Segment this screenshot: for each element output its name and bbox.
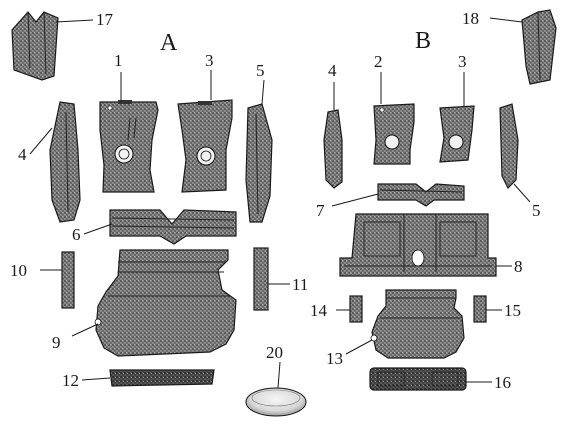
group-label-a: A bbox=[160, 30, 178, 56]
leader-20 bbox=[277, 361, 281, 389]
leader-17 bbox=[55, 19, 94, 23]
part-14-shape bbox=[349, 295, 363, 323]
leader-4a bbox=[29, 127, 53, 155]
part-9-shape bbox=[94, 249, 237, 357]
part-6-shape bbox=[109, 209, 237, 245]
part-3b-shape bbox=[439, 105, 475, 163]
label-12: 12 bbox=[62, 371, 79, 390]
label-1: 1 bbox=[114, 51, 123, 70]
label-11: 11 bbox=[292, 275, 308, 294]
label-8: 8 bbox=[514, 257, 523, 276]
leader-7 bbox=[331, 193, 379, 207]
label-15: 15 bbox=[504, 301, 521, 320]
part-8-shape bbox=[339, 213, 497, 277]
label-3b: 3 bbox=[458, 52, 467, 71]
leader-5b bbox=[513, 183, 531, 203]
part-5a-shape bbox=[245, 103, 273, 223]
label-4b: 4 bbox=[328, 61, 337, 80]
leader-9 bbox=[71, 323, 99, 337]
label-13: 13 bbox=[326, 349, 343, 368]
label-17: 17 bbox=[96, 10, 114, 29]
label-4a: 4 bbox=[18, 145, 27, 164]
label-16: 16 bbox=[494, 373, 511, 392]
part-2-shape bbox=[373, 103, 415, 165]
label-7: 7 bbox=[316, 201, 325, 220]
leader-18 bbox=[489, 17, 523, 23]
part-3a-shape bbox=[177, 99, 233, 193]
part-4a-shape bbox=[49, 101, 81, 223]
label-18: 18 bbox=[462, 9, 479, 28]
part-20-shape bbox=[245, 387, 307, 417]
label-5a: 5 bbox=[256, 61, 265, 80]
part-10-shape bbox=[61, 251, 75, 309]
part-18-shape bbox=[521, 9, 557, 85]
part-11-shape bbox=[253, 247, 269, 311]
label-6: 6 bbox=[72, 225, 81, 244]
label-14: 14 bbox=[310, 301, 328, 320]
label-10: 10 bbox=[10, 261, 27, 280]
part-13-shape bbox=[370, 289, 465, 359]
label-3a: 3 bbox=[205, 51, 214, 70]
leader-5a bbox=[261, 79, 265, 105]
group-label-b: B bbox=[415, 28, 431, 54]
part-7-shape bbox=[377, 183, 465, 207]
leader-13 bbox=[345, 339, 373, 355]
part-16-shape bbox=[369, 367, 467, 391]
part-5b-shape bbox=[499, 103, 519, 190]
label-2: 2 bbox=[374, 52, 383, 71]
leader-12 bbox=[81, 377, 111, 381]
part-17-shape bbox=[11, 11, 59, 81]
leader-6 bbox=[83, 223, 113, 235]
label-9: 9 bbox=[52, 333, 61, 352]
part-1-shape bbox=[99, 100, 159, 193]
part-15-shape bbox=[473, 295, 487, 323]
part-12-shape bbox=[109, 369, 215, 387]
label-20: 20 bbox=[266, 343, 283, 362]
label-5b: 5 bbox=[532, 201, 541, 220]
part-4b-shape bbox=[323, 109, 343, 189]
